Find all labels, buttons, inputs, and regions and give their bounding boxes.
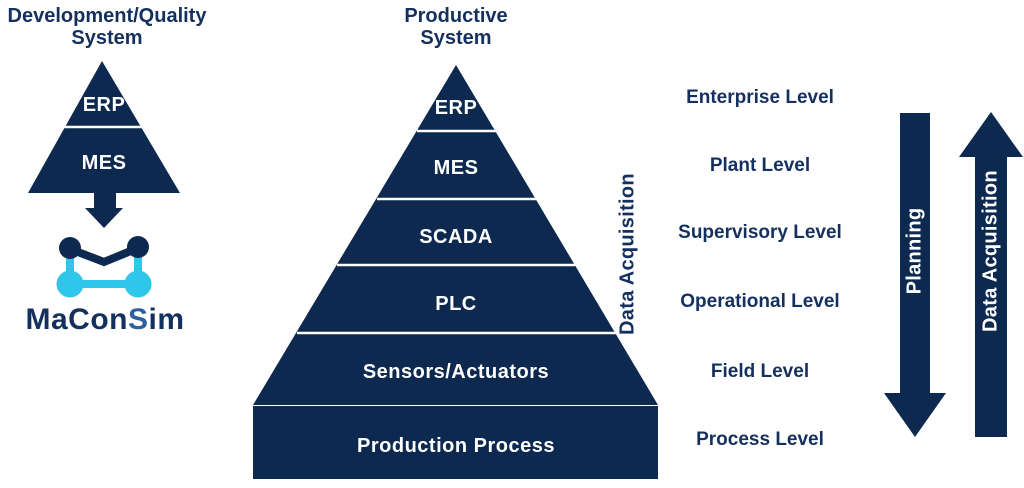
production-process-base xyxy=(253,406,658,479)
wordmark-accent: S xyxy=(127,303,149,336)
level-label-operational: Operational Level xyxy=(680,291,840,312)
dev-pyramid-level-erp: ERP xyxy=(82,94,126,116)
data-acquisition-up-arrow xyxy=(959,112,1023,437)
level-label-supervisory: Supervisory Level xyxy=(678,222,842,243)
wordmark-primary: MaCon xyxy=(25,303,128,336)
pyramid-level-sensors-actuators: Sensors/Actuators xyxy=(362,361,550,383)
level-label-plant: Plant Level xyxy=(709,155,811,176)
pyramid-side-data-acquisition-label: Data Acquisition xyxy=(616,173,639,335)
productive-system-title: Productive System xyxy=(404,5,508,49)
maconsim-logo-icon xyxy=(56,236,152,298)
production-process-label: Production Process xyxy=(357,435,555,457)
logo-node-bottom-left xyxy=(56,270,84,298)
pyramid-level-scada: SCADA xyxy=(419,226,493,248)
down-arrow-to-logo-icon xyxy=(85,193,123,228)
dev-pyramid-level-mes: MES xyxy=(81,152,127,174)
level-label-process: Process Level xyxy=(696,429,824,450)
level-label-enterprise: Enterprise Level xyxy=(686,87,834,108)
logo-node-top-right xyxy=(127,236,149,258)
pyramid-level-mes: MES xyxy=(433,157,479,179)
level-label-field: Field Level xyxy=(710,361,810,382)
productive-pyramid xyxy=(253,65,658,405)
pyramid-level-erp: ERP xyxy=(434,97,478,119)
wordmark-suffix: im xyxy=(148,303,185,336)
logo-node-top-left xyxy=(59,237,81,259)
data-acquisition-arrow-label: Data Acquisition xyxy=(979,170,1002,332)
maconsim-wordmark: MaConSim xyxy=(10,303,200,337)
logo-node-bottom-right xyxy=(124,270,152,298)
pyramid-level-plc: PLC xyxy=(435,293,477,315)
planning-arrow-label: Planning xyxy=(903,207,926,295)
logo-v-link xyxy=(68,244,140,267)
planning-down-arrow xyxy=(884,113,946,437)
dev-quality-system-title: Development/Quality System xyxy=(7,5,207,49)
